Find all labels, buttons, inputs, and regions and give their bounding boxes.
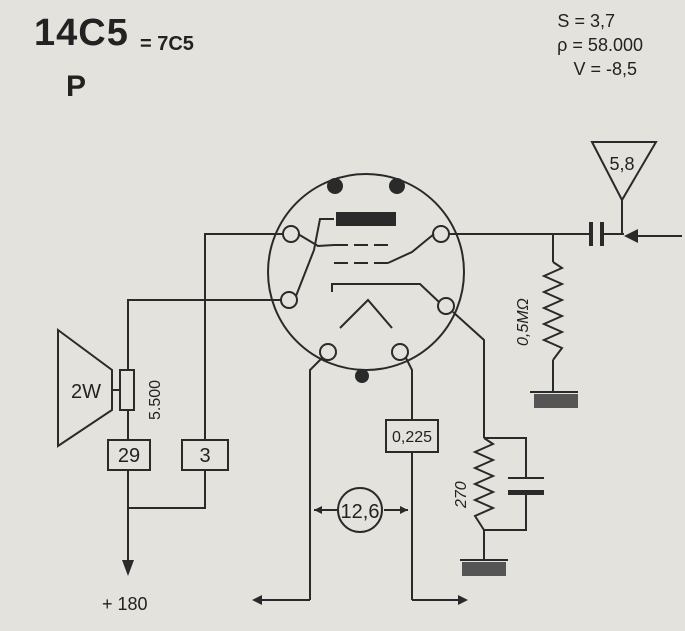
box-3: 3	[181, 439, 229, 471]
param-s-value: = 3,7	[574, 11, 615, 31]
param-v: V = -8,5	[573, 60, 637, 78]
tube-type-letter: P	[66, 70, 87, 103]
wiring	[127, 200, 624, 600]
box-3-text: 3	[199, 445, 210, 467]
param-s-symbol: S	[557, 11, 570, 31]
param-v-symbol: V	[573, 59, 586, 79]
coupling-capacitor-icon	[589, 222, 604, 246]
antenna-text: 5,8	[609, 154, 634, 174]
transformer-text: 5.500	[147, 380, 164, 420]
box-29-text: 29	[118, 445, 140, 467]
param-rho-symbol: ρ	[557, 35, 568, 55]
speaker-icon: 2W	[57, 328, 135, 448]
param-rho-value: = 58.000	[572, 35, 643, 55]
tube-title: 14C5	[34, 12, 129, 54]
capacitor-icon	[508, 477, 544, 495]
heater-voltage-label: 12,6	[337, 487, 383, 533]
tube-electrodes	[331, 212, 404, 329]
tube-envelope	[267, 173, 465, 383]
cathode-resistor-icon	[472, 437, 496, 531]
box-current-text: 0,225	[392, 429, 432, 446]
ground-icon	[530, 391, 578, 408]
box-current: 0,225	[385, 419, 439, 453]
param-rho: ρ = 58.000	[557, 36, 643, 54]
heater-arrows	[252, 506, 468, 605]
box-29: 29	[107, 439, 151, 471]
supply-text: + 180	[102, 594, 148, 614]
grid-resistor-text: 0,5MΩ	[515, 298, 532, 346]
ground-icon	[460, 559, 508, 576]
param-v-value: = -8,5	[590, 59, 637, 79]
input-arrow	[624, 229, 682, 243]
grid-resistor-icon	[541, 261, 565, 361]
antenna-icon: 5,8	[590, 141, 658, 203]
speaker-text: 2W	[71, 381, 101, 403]
internal-leads	[295, 218, 440, 303]
cathode-resistor-text: 270	[453, 481, 470, 509]
tube-equivalent: = 7C5	[140, 33, 194, 55]
param-s: S = 3,7	[557, 12, 615, 30]
heater-voltage-text: 12,6	[341, 501, 380, 523]
supply-arrow	[122, 560, 134, 576]
